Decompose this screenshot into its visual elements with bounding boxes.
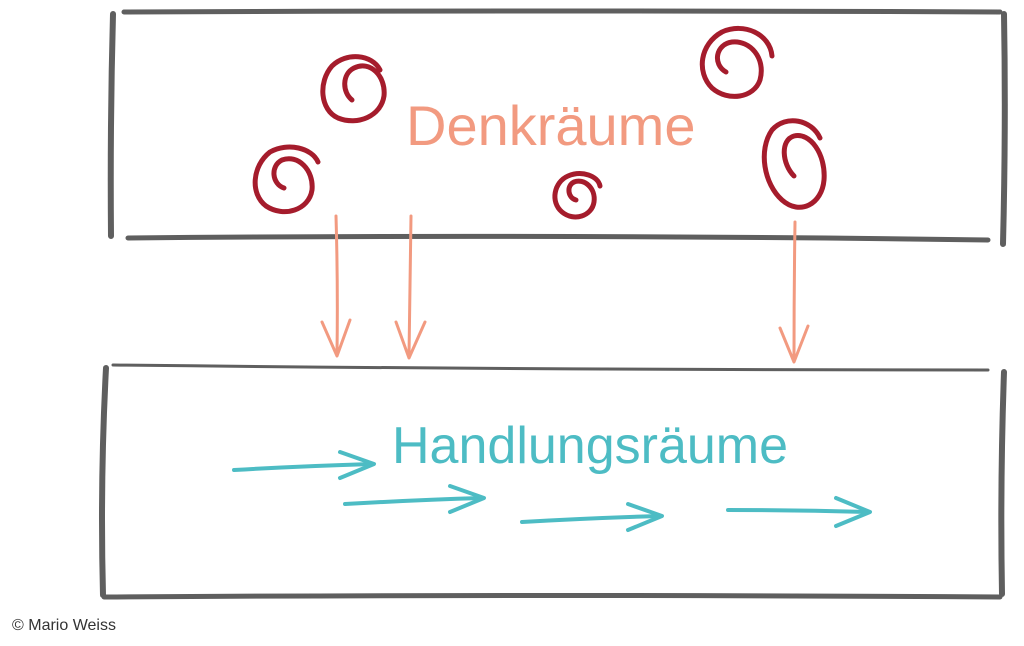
bottom-box-left-edge <box>99 365 109 598</box>
arrow-right-icon <box>520 502 664 532</box>
arrow-down-icon <box>778 220 810 364</box>
swirl-icon <box>761 118 827 210</box>
arrow-down-icon <box>320 214 352 358</box>
swirl-icon <box>252 144 321 215</box>
down-arrows <box>320 214 810 364</box>
swirl-icon <box>699 25 775 99</box>
bottom-box-top-edge <box>111 363 990 372</box>
arrow-right-icon <box>343 484 486 514</box>
bottom-box-right-edge <box>998 369 1007 597</box>
swirl-icon <box>320 54 387 124</box>
swirls <box>252 25 827 220</box>
top-box <box>107 8 1008 247</box>
flow-arrows <box>232 450 872 532</box>
arrow-down-icon <box>394 214 427 360</box>
top-box-bottom-edge <box>125 233 991 243</box>
top-box-top-edge <box>121 8 1003 15</box>
bottom-box <box>99 363 1007 600</box>
top-box-left-edge <box>107 11 116 239</box>
top-box-right-edge <box>1000 11 1008 247</box>
denkraeume-label: Denkräume <box>406 94 696 157</box>
swirl-icon <box>552 171 603 220</box>
handlungsraeume-label: Handlungsräume <box>392 417 789 475</box>
arrow-right-icon <box>232 450 376 480</box>
bottom-box-bottom-edge <box>101 593 1003 600</box>
copyright-notice: © Mario Weiss <box>12 617 116 634</box>
arrow-right-icon <box>726 496 872 528</box>
